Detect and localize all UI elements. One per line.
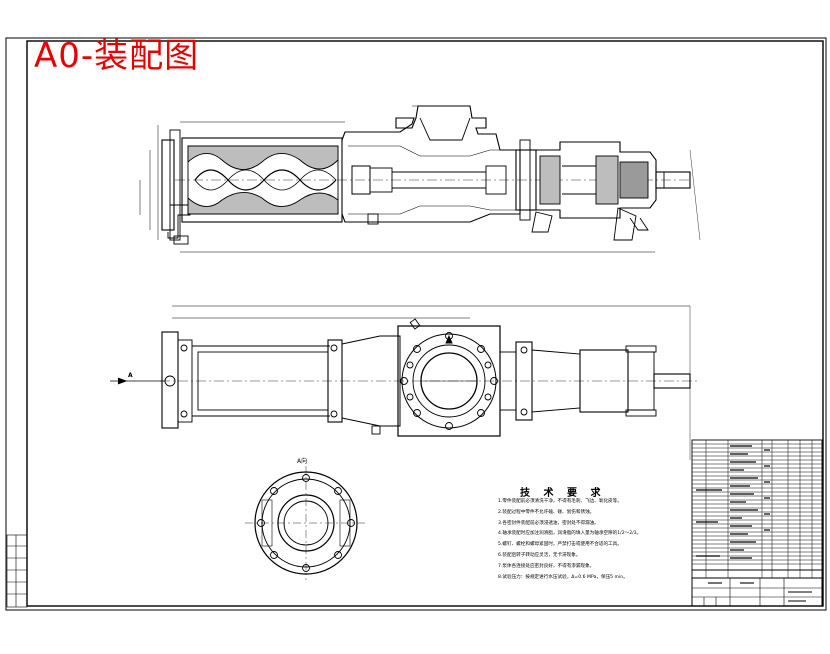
requirement-item: 3.各密封件装配前必须浸透油，密封处不得漏油。	[498, 520, 599, 526]
requirement-item: 2.装配过程中零件不允许磕、碰、划伤和锈蚀。	[498, 509, 595, 515]
a-view-flange	[245, 466, 367, 580]
requirement-item: 6.装配后转子转动应灵活，无卡滞现象。	[498, 552, 581, 558]
inner-border	[26, 40, 824, 607]
requirement-item: 1.零件装配前必须清洗干净，不得有毛刺、飞边、氧化皮等。	[498, 499, 622, 504]
binding-margin-table	[6, 534, 28, 608]
requirement-item: 5.螺钉、螺栓和螺母紧固时，严禁打击或使用不合适的工具。	[498, 542, 622, 548]
parts-list-table	[691, 439, 823, 579]
outer-border	[5, 37, 827, 611]
drawing-title: A0-装配图	[34, 36, 200, 76]
section-view-label: A向	[297, 458, 308, 465]
requirement-item: 7.泵体各连接处应密封良好，不得有渗漏现象。	[498, 563, 595, 569]
technical-requirements-list: 1.零件装配前必须清洗干净，不得有毛刺、飞边、氧化皮等。 2.装配过程中零件不允…	[498, 497, 688, 583]
requirement-item: 8.试验压力：按规定进行水压试验，Δ=0.6 MPa，保压5 min。	[498, 574, 628, 580]
front-view	[110, 305, 700, 460]
view-arrow-label: A	[128, 372, 133, 379]
title-block	[691, 577, 823, 607]
requirement-item: 4.轴承装配时应加注润滑脂，润滑脂的填入量为轴承空隙的1/2～2/3。	[498, 531, 642, 537]
technical-requirements-heading: 技 术 要 求	[520, 488, 606, 499]
sectional-view-top	[139, 105, 701, 253]
